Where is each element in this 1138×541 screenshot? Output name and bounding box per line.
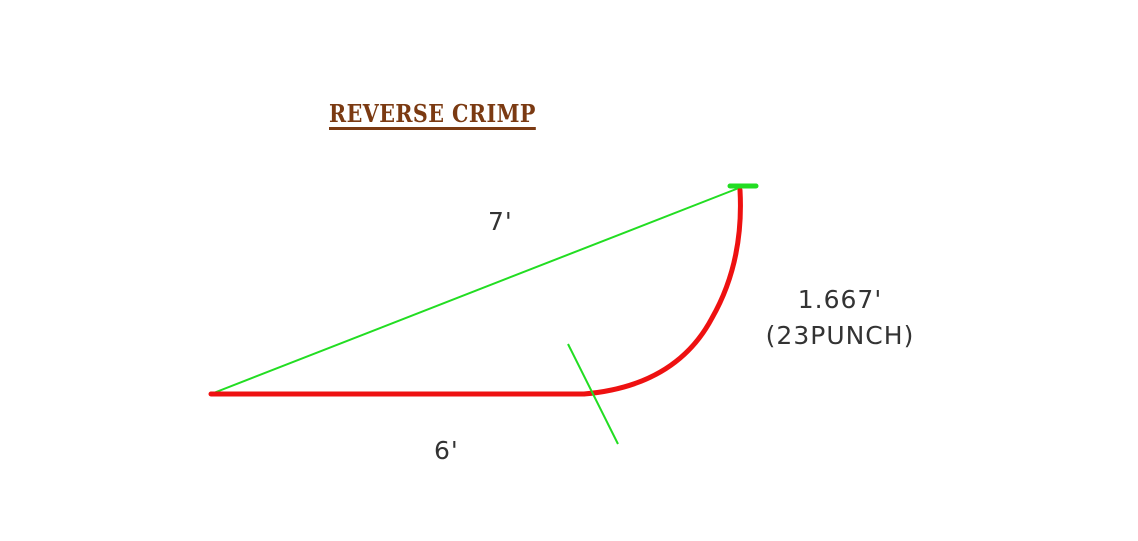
arc-label-group: 1.667' (23PUNCH) bbox=[750, 282, 930, 354]
hypotenuse-label: 7' bbox=[488, 207, 513, 236]
arc-note-label: (23PUNCH) bbox=[765, 321, 915, 350]
tangent-marker bbox=[567, 343, 619, 445]
hypotenuse-line bbox=[210, 185, 745, 395]
base-label: 6' bbox=[434, 436, 459, 465]
crimp-arc bbox=[581, 187, 743, 397]
drawing-title: REVERSE CRIMP bbox=[329, 99, 536, 128]
arc-length-label: 1.667' bbox=[797, 285, 883, 314]
